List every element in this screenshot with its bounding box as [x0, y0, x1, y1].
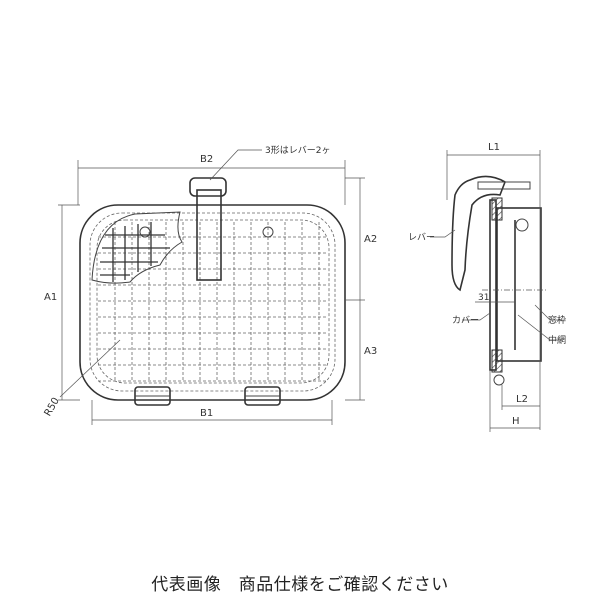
label-mesh: 中網	[548, 334, 566, 346]
latch-knob	[139, 226, 151, 238]
latch-side	[515, 218, 529, 232]
lever-bolt	[477, 181, 531, 190]
label-b2: B2	[200, 154, 213, 165]
label-a3: A3	[364, 346, 377, 357]
inner-frame	[89, 212, 336, 392]
seal-top	[491, 197, 503, 221]
note-lever: 3形はレバー2ヶ	[265, 144, 330, 156]
label-31: 31	[478, 293, 489, 303]
label-l1: L1	[488, 142, 500, 153]
front-view	[79, 177, 346, 406]
window-frame	[496, 207, 542, 362]
label-cover: カバー	[452, 315, 479, 326]
label-r50: R50	[43, 396, 62, 419]
cutaway-mesh	[100, 222, 170, 282]
side-dimensions	[430, 150, 562, 432]
label-b1: B1	[200, 408, 213, 419]
seal-bottom	[491, 349, 503, 373]
latch-knob-right	[262, 226, 274, 238]
caption: 代表画像 商品仕様をご確認ください	[151, 575, 449, 595]
label-frame: 窓枠	[548, 314, 566, 326]
side-view	[451, 175, 548, 386]
cutaway-section	[91, 211, 183, 284]
label-a1: A1	[44, 292, 57, 303]
hinge-pin	[493, 374, 505, 386]
lever-hinge	[189, 177, 227, 197]
label-h: H	[512, 416, 520, 427]
cover-outline	[96, 219, 330, 384]
label-a2: A2	[364, 234, 377, 245]
lever-side	[451, 175, 506, 292]
label-lever: レバー	[408, 232, 435, 243]
outer-frame	[79, 204, 346, 401]
label-l2: L2	[516, 394, 528, 405]
lever	[196, 189, 222, 281]
cover	[489, 199, 497, 371]
front-dimensions	[58, 149, 365, 425]
mesh-grid	[98, 222, 328, 382]
